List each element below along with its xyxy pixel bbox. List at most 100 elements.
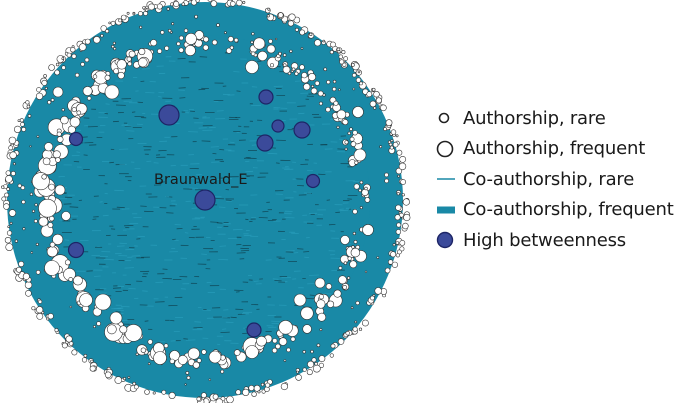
edge-line xyxy=(142,290,148,292)
author-node xyxy=(29,192,34,196)
author-node xyxy=(14,239,18,243)
author-node xyxy=(96,321,101,326)
author-node xyxy=(329,50,334,55)
author-node xyxy=(44,142,54,152)
edge-line xyxy=(240,250,250,252)
author-node xyxy=(267,7,271,11)
author-node xyxy=(36,312,44,320)
author-node xyxy=(173,0,180,8)
author-node xyxy=(384,172,389,178)
author-node xyxy=(318,294,325,300)
author-node xyxy=(147,339,153,345)
author-node xyxy=(84,38,91,45)
author-node xyxy=(161,389,167,395)
author-node xyxy=(201,349,207,355)
author-node xyxy=(397,174,400,178)
author-node xyxy=(402,222,409,230)
legend-item-authorship-frequent: Authorship, frequent xyxy=(436,134,686,165)
edge-line xyxy=(216,110,224,112)
author-node xyxy=(113,47,117,51)
author-node xyxy=(316,343,321,348)
author-node xyxy=(329,353,334,358)
author-node xyxy=(215,398,223,403)
author-node xyxy=(347,256,352,261)
author-node xyxy=(74,72,80,78)
author-node xyxy=(349,136,355,142)
author-node xyxy=(352,326,358,332)
author-node xyxy=(212,393,219,400)
author-node xyxy=(157,48,163,54)
author-node xyxy=(337,50,341,54)
author-node xyxy=(242,0,246,4)
edge-line xyxy=(105,103,110,105)
edge-line xyxy=(64,239,70,241)
legend-label: Authorship, frequent xyxy=(463,138,646,160)
author-node xyxy=(251,32,255,36)
outer-node-ring xyxy=(1,0,411,403)
author-node xyxy=(76,110,82,116)
author-node xyxy=(15,266,22,273)
author-node xyxy=(126,11,130,15)
edge-line xyxy=(109,161,114,164)
author-node xyxy=(6,230,13,236)
author-node xyxy=(302,367,307,372)
author-node xyxy=(184,383,187,386)
author-node xyxy=(160,30,165,35)
author-node xyxy=(340,235,350,245)
author-node xyxy=(287,20,295,27)
author-node xyxy=(395,167,403,175)
hub-node xyxy=(271,119,285,133)
author-node xyxy=(47,222,54,228)
author-node xyxy=(132,12,136,16)
author-node xyxy=(245,345,259,359)
author-node xyxy=(143,10,148,16)
author-node xyxy=(294,27,299,32)
edge-line xyxy=(219,245,227,247)
author-node xyxy=(235,389,241,396)
author-node xyxy=(31,172,50,191)
author-node xyxy=(186,0,191,2)
author-node xyxy=(177,354,188,365)
author-node xyxy=(208,378,212,381)
author-node xyxy=(1,185,5,189)
author-node xyxy=(299,64,305,70)
edge-line xyxy=(225,199,232,201)
author-node xyxy=(29,145,32,148)
author-node xyxy=(359,180,364,185)
author-node xyxy=(196,396,201,402)
author-node xyxy=(352,106,364,118)
edge-line xyxy=(210,146,219,148)
edge-line xyxy=(172,238,176,240)
author-node xyxy=(278,320,293,335)
author-node xyxy=(338,54,343,59)
edge-line xyxy=(339,209,349,212)
author-node xyxy=(361,319,369,327)
author-node xyxy=(104,84,120,100)
author-node xyxy=(9,151,17,159)
edge-line xyxy=(179,97,186,99)
author-node xyxy=(37,299,43,304)
author-node xyxy=(325,106,331,113)
edge-line xyxy=(125,248,135,251)
author-node xyxy=(318,101,323,106)
author-node xyxy=(396,222,402,228)
author-node xyxy=(78,43,87,51)
author-node xyxy=(256,335,267,347)
author-node xyxy=(156,3,163,10)
author-node xyxy=(364,197,371,203)
author-node xyxy=(265,382,271,388)
author-node xyxy=(289,49,293,53)
author-node xyxy=(306,369,313,376)
author-node xyxy=(43,74,47,78)
author-node xyxy=(5,243,14,251)
author-node xyxy=(4,237,12,244)
author-node xyxy=(333,289,342,298)
legend-label: Co-authorship, rare xyxy=(463,168,635,190)
edge-line xyxy=(245,218,249,221)
author-node xyxy=(314,361,318,366)
author-node xyxy=(135,352,139,356)
author-node xyxy=(355,300,360,306)
author-node xyxy=(266,44,276,54)
author-node xyxy=(18,260,25,267)
author-node xyxy=(6,187,10,191)
